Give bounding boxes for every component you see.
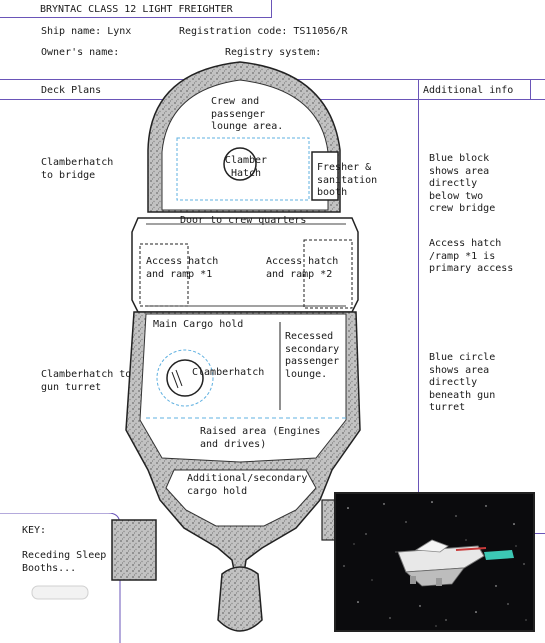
ship-name: Ship name: Lynx [41,26,132,37]
cargo-hold-interior [139,313,347,463]
label-recessed-lounge: Recessed secondary passenger lounge. [285,331,340,380]
registry-system: Registry system: [225,47,322,58]
label-secondary-cargo: Additional/secondary cargo hold [187,473,308,497]
page-title: BRYNTAC CLASS 12 LIGHT FREIGHTER [40,4,233,15]
label-clamber-hatch: Clamber Hatch [224,155,268,179]
sleep-booth-swatch [31,585,89,600]
registration-code: Registration code: TS11056/R [179,26,348,37]
info-right-border [530,79,531,99]
fresher-booth [311,151,339,201]
turret-blue-circle [156,349,214,407]
deck-plans-heading: Deck Plans [41,85,102,96]
info-blue-block: Blue block shows area directly below two… [429,153,496,214]
tail-engine [217,566,263,632]
access-hatch-2-box [303,239,353,309]
left-outrigger [111,519,157,581]
label-door-crew-quarters: Door to crew quarters [180,215,307,226]
bridge-blue-block [176,137,310,201]
ship-photo [334,492,535,632]
label-clamberhatch-turret: Clamberhatch to gun turret [41,369,132,393]
header-box-right [271,0,272,17]
crew-module-interior [161,79,329,211]
label-clamberhatch-bridge: Clamberhatch to bridge [41,157,114,181]
key-title: KEY: [22,525,47,536]
info-access-hatch: Access hatch /ramp *1 is primary access [429,238,514,274]
secondary-hold-interior [165,469,317,527]
label-clamberhatch-center: Clamberhatch [192,367,265,378]
info-column-divider [418,79,419,534]
label-raised-area: Raised area (Engines and drives) [200,426,321,450]
info-blue-circle: Blue circle shows area directly beneath … [429,352,496,413]
additional-info-heading: Additional info [423,85,514,96]
freighter-model [397,539,514,587]
label-crew-lounge: Crew and passenger lounge area. [211,96,284,132]
label-access-hatch-2: Access hatch and ramp *2 [266,256,339,280]
label-fresher: Fresher & sanitation booth [317,162,378,198]
header-box-bottom [0,17,272,18]
clamber-hatch-top [223,147,257,181]
key-receding-booths: Receding Sleep Booths... [22,550,107,574]
owners-name: Owner's name: [41,47,120,58]
clamber-hatch-center [166,359,204,397]
label-access-hatch-1: Access hatch and ramp *1 [146,256,219,280]
label-main-cargo: Main Cargo hold [153,319,244,330]
